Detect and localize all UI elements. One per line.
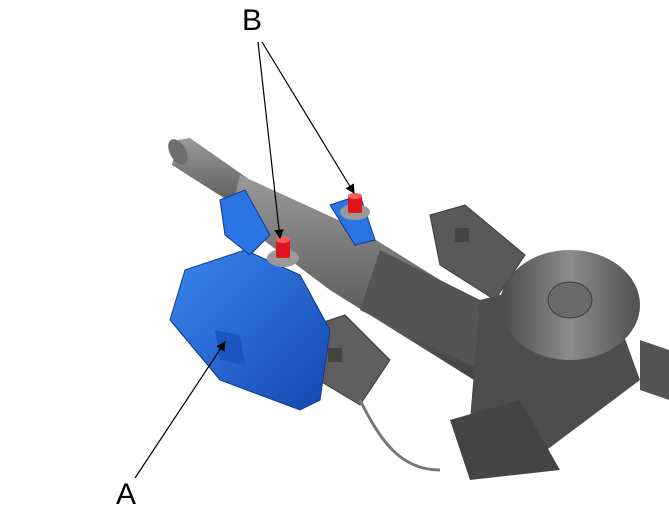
arrow-a (134, 340, 226, 479)
label-b: B (242, 4, 263, 37)
arrow-b-right (261, 41, 355, 195)
arrow-b-left (257, 41, 284, 240)
blue-bracket-a (169, 189, 376, 411)
label-a: A (116, 478, 137, 511)
electric-motor (450, 250, 669, 480)
bolts-b (267, 193, 370, 267)
